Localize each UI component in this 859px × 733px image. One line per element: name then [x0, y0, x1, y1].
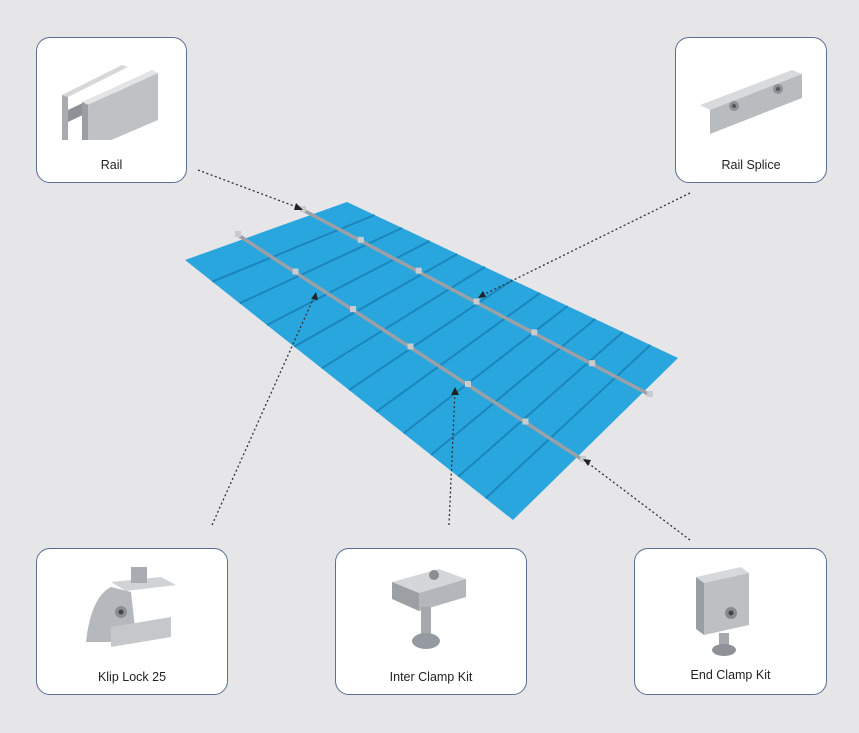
klip-lock-label: Klip Lock 25: [97, 670, 167, 684]
inter-clamp-card: Inter Clamp Kit: [335, 548, 527, 695]
roof-rib: [293, 253, 458, 348]
rail-clamp: [647, 391, 653, 397]
roof-rib: [348, 279, 514, 391]
rail-clamp: [292, 268, 299, 275]
rail-clamp: [235, 231, 241, 237]
end-clamp-label: End Clamp Kit: [690, 668, 771, 682]
rail-card: Rail: [36, 37, 187, 183]
rail-label: Rail: [100, 158, 123, 172]
inter-clamp-image: [392, 569, 466, 649]
rail-clamp: [350, 306, 356, 312]
rail-clamp: [407, 343, 414, 350]
klip-lock-leader: [211, 294, 316, 526]
rail-splice-leader: [478, 192, 691, 298]
roof-rib: [457, 331, 624, 478]
roof-rib: [321, 266, 486, 370]
rails: [235, 206, 653, 462]
rail-clamp: [522, 418, 529, 425]
leader-lines: [197, 169, 691, 541]
rail-clamp: [473, 298, 480, 305]
rail-splice-label: Rail Splice: [721, 158, 781, 172]
rail-clamp: [415, 267, 422, 274]
roof-rib: [239, 227, 403, 305]
rail-splice-card: Rail Splice: [675, 37, 827, 183]
roof-ribs: [211, 214, 652, 500]
roof-rib: [403, 305, 569, 435]
inter-clamp-leader: [448, 389, 456, 526]
rail-clamp: [531, 329, 538, 336]
inter-clamp-label: Inter Clamp Kit: [389, 670, 473, 684]
rail-clamp: [357, 236, 364, 243]
roof-rib: [375, 292, 541, 413]
roof-rib: [430, 318, 596, 456]
rail-clamp: [589, 360, 596, 367]
rail-leader: [197, 169, 303, 210]
roof-rib: [266, 240, 431, 326]
arrowheads: [294, 203, 591, 466]
rail-splice-image: [700, 70, 802, 134]
roof-rib: [211, 214, 375, 283]
end-clamp-card: End Clamp Kit: [634, 548, 827, 695]
end-clamp-image: [696, 567, 749, 656]
roof-rib: [484, 344, 652, 500]
klip-lock-card: Klip Lock 25: [36, 548, 228, 695]
rail-clamp: [300, 206, 306, 212]
rail-image: [62, 65, 158, 140]
rail-clamp: [465, 381, 471, 387]
klip-lock-image: [86, 567, 176, 647]
end-clamp-leader: [583, 459, 691, 541]
